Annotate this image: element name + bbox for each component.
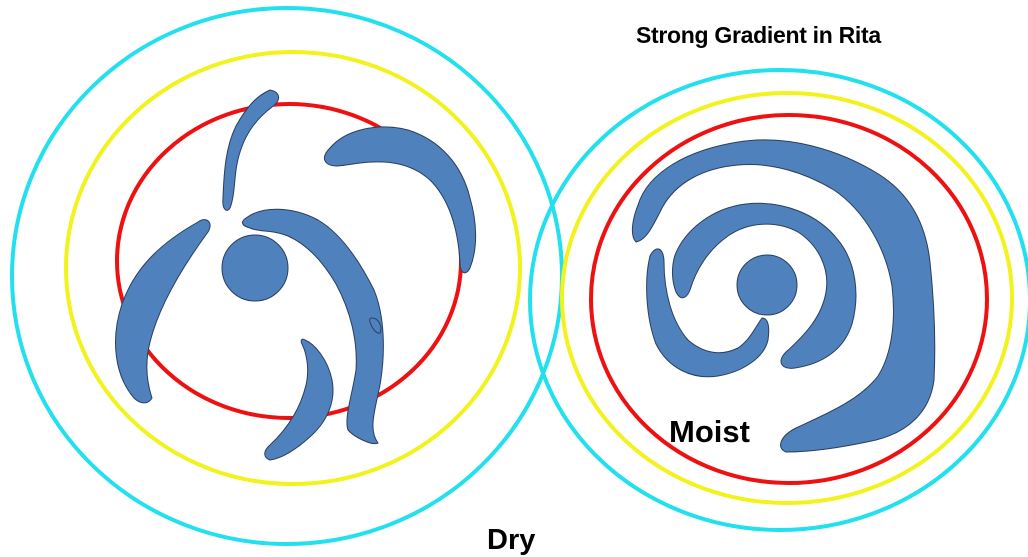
dry-label: Dry [487,524,535,557]
left-rainband-top-arm [223,90,279,210]
left-rainband-left [116,220,211,403]
moist-label: Moist [669,414,750,450]
right-storm-eye [737,255,797,315]
left-rainband-bottom [265,339,333,460]
left-storm [12,8,562,544]
diagram-title: Strong Gradient in Rita [636,22,881,49]
left-storm-eye [222,235,288,301]
right-storm [530,70,1028,530]
